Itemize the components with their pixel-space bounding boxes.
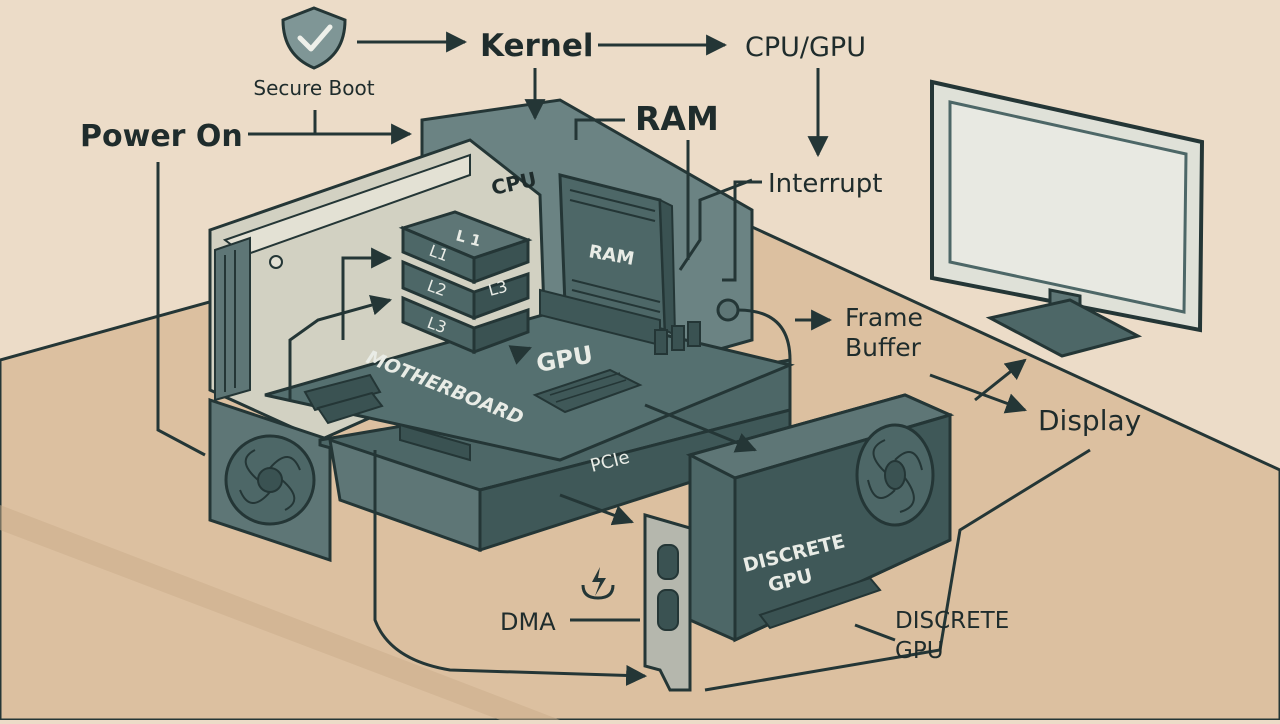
arrow-gpu-card: [644, 403, 757, 453]
label-display: Display: [1038, 404, 1141, 437]
label-dma: DMA: [500, 608, 556, 636]
label-frame: Frame: [845, 303, 923, 332]
label-interrupt: Interrupt: [768, 169, 882, 199]
arrow-framebuffer-display: [929, 373, 1027, 414]
arrow-poweron-down: [156, 162, 206, 457]
label-discrete: DISCRETE: [895, 608, 1009, 634]
pc-case: [208, 98, 795, 563]
display-port: [657, 544, 679, 580]
shield-icon: [281, 6, 347, 70]
label-buffer: Buffer: [845, 333, 922, 362]
cable: [737, 308, 792, 395]
case-power-button: [269, 255, 283, 269]
interrupt-leader: [722, 180, 762, 282]
case-side-vent: [214, 236, 251, 402]
cache-label-l3-right: L3: [486, 277, 509, 300]
cache-label-top: L 1: [454, 226, 483, 250]
arrow-pcie-card: [559, 493, 634, 526]
display-cable: [704, 448, 1091, 692]
label-gpu: GPU: [895, 638, 944, 664]
monitor: [930, 79, 1205, 358]
cache-stack: [398, 210, 533, 355]
ram-leader: [574, 118, 625, 140]
arrow-dma-loop: [373, 450, 648, 686]
label-secure-boot: Secure Boot: [253, 76, 374, 100]
label-power-on: Power On: [80, 119, 243, 154]
pcie-connector: [758, 576, 882, 630]
discrete-gpu-card: [643, 393, 955, 692]
discrete-gpu-leader: [854, 623, 896, 642]
label-kernel: Kernel: [480, 28, 594, 64]
label-ram: RAM: [635, 99, 719, 138]
monitor-screen: [948, 100, 1188, 314]
power-bolt-icon: [581, 567, 615, 600]
monitor-stand: [985, 298, 1143, 358]
display-port: [657, 589, 679, 631]
arrow-to-monitor: [974, 358, 1027, 402]
board-slot: [399, 423, 471, 462]
arrow-l2: [288, 294, 393, 400]
cable-port: [716, 298, 740, 322]
gpu-chip: [532, 368, 643, 414]
label-cpu-gpu: CPU/GPU: [745, 32, 866, 63]
board-slot: [303, 373, 382, 412]
board-slot: [316, 391, 384, 425]
flow-arrows: [156, 31, 1091, 692]
